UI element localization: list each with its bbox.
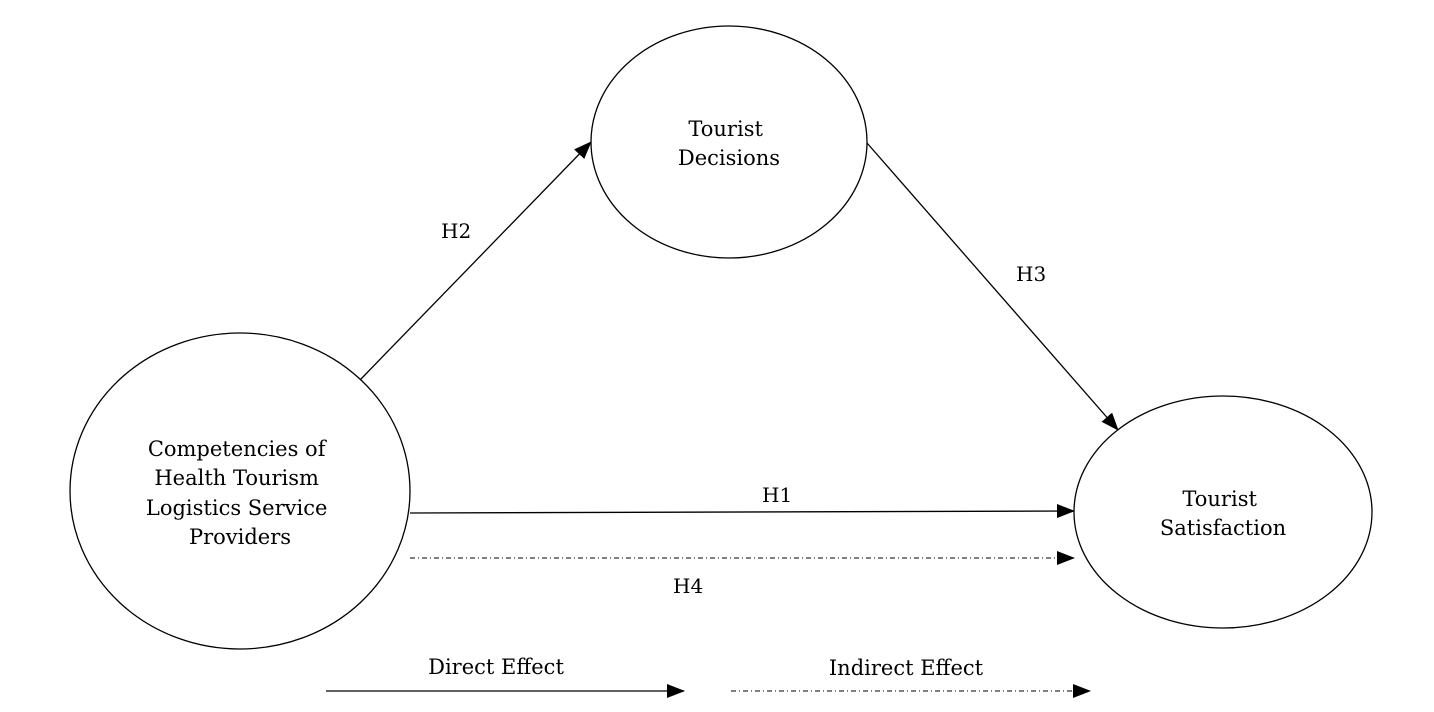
edge-h4: H4	[410, 551, 1075, 598]
edge-h1: H1	[409, 483, 1075, 519]
edge-h2-label: H2	[441, 219, 471, 243]
edge-h4-label: H4	[673, 574, 703, 598]
node-tourist-satisfaction-line-1: Tourist	[1182, 487, 1257, 511]
node-tourist-decisions-line-1: Tourist	[688, 117, 763, 141]
node-tourist-satisfaction-label: Tourist Satisfaction	[1160, 487, 1286, 540]
edge-h3-arrow	[866, 142, 1119, 431]
node-tourist-decisions: Tourist Decisions	[590, 25, 868, 259]
node-tourist-satisfaction-line-2: Satisfaction	[1160, 516, 1286, 540]
legend-indirect-effect: Indirect Effect	[731, 656, 1091, 698]
node-competencies-line-4: Providers	[189, 525, 291, 549]
edge-h3: H3	[866, 142, 1119, 431]
node-competencies-line-1: Competencies of	[148, 437, 328, 461]
node-competencies-line-3: Logistics Service	[146, 496, 328, 520]
node-tourist-decisions-ellipse	[590, 25, 868, 259]
legend-direct-label: Direct Effect	[428, 655, 564, 679]
node-tourist-satisfaction: Tourist Satisfaction	[1073, 395, 1373, 629]
node-competencies-label: Competencies of Health Tourism Logistics…	[146, 437, 334, 549]
edge-h1-label: H1	[762, 483, 792, 507]
node-competencies: Competencies of Health Tourism Logistics…	[69, 332, 411, 650]
legend-direct-effect: Direct Effect	[326, 655, 685, 698]
edge-h3-label: H3	[1016, 262, 1046, 286]
node-competencies-ellipse	[69, 332, 411, 650]
legend: Direct Effect Indirect Effect	[326, 655, 1091, 698]
edge-h1-arrow	[409, 504, 1075, 519]
legend-indirect-label: Indirect Effect	[829, 656, 984, 680]
node-tourist-decisions-label: Tourist Decisions	[678, 117, 780, 170]
edge-h2: H2	[359, 141, 592, 381]
node-competencies-line-2: Health Tourism	[154, 466, 319, 490]
node-tourist-decisions-line-2: Decisions	[678, 146, 780, 170]
edge-h2-arrow	[359, 141, 592, 381]
node-tourist-satisfaction-ellipse	[1073, 395, 1373, 629]
